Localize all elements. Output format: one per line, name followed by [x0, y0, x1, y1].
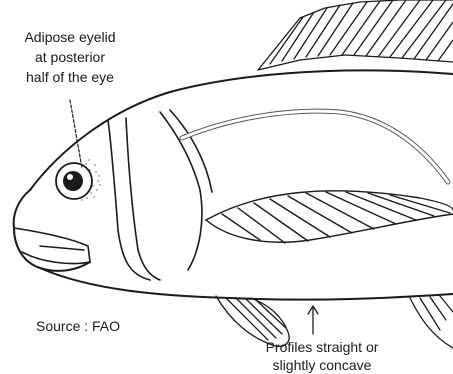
eye-pupil — [63, 171, 83, 191]
source-label: Source : FAO — [36, 318, 120, 334]
eyelid-label-line-2: at posterior — [35, 49, 105, 65]
eyelid-label-line-3: half of the eye — [26, 69, 114, 85]
anal-fin — [410, 296, 453, 348]
eyelid-pointer — [70, 100, 82, 168]
eyelid-label-line-1: Adipose eyelid — [24, 29, 115, 45]
lateral-line — [182, 111, 448, 182]
profile-label-line-2: slightly concave — [273, 357, 372, 373]
eye-highlight — [67, 174, 73, 180]
pectoral-fin — [206, 191, 453, 243]
profile-pointer — [308, 306, 318, 334]
eye — [56, 159, 101, 201]
profile-label-line-1: Profiles straight or — [266, 339, 379, 355]
dorsal-fin — [258, 0, 453, 70]
